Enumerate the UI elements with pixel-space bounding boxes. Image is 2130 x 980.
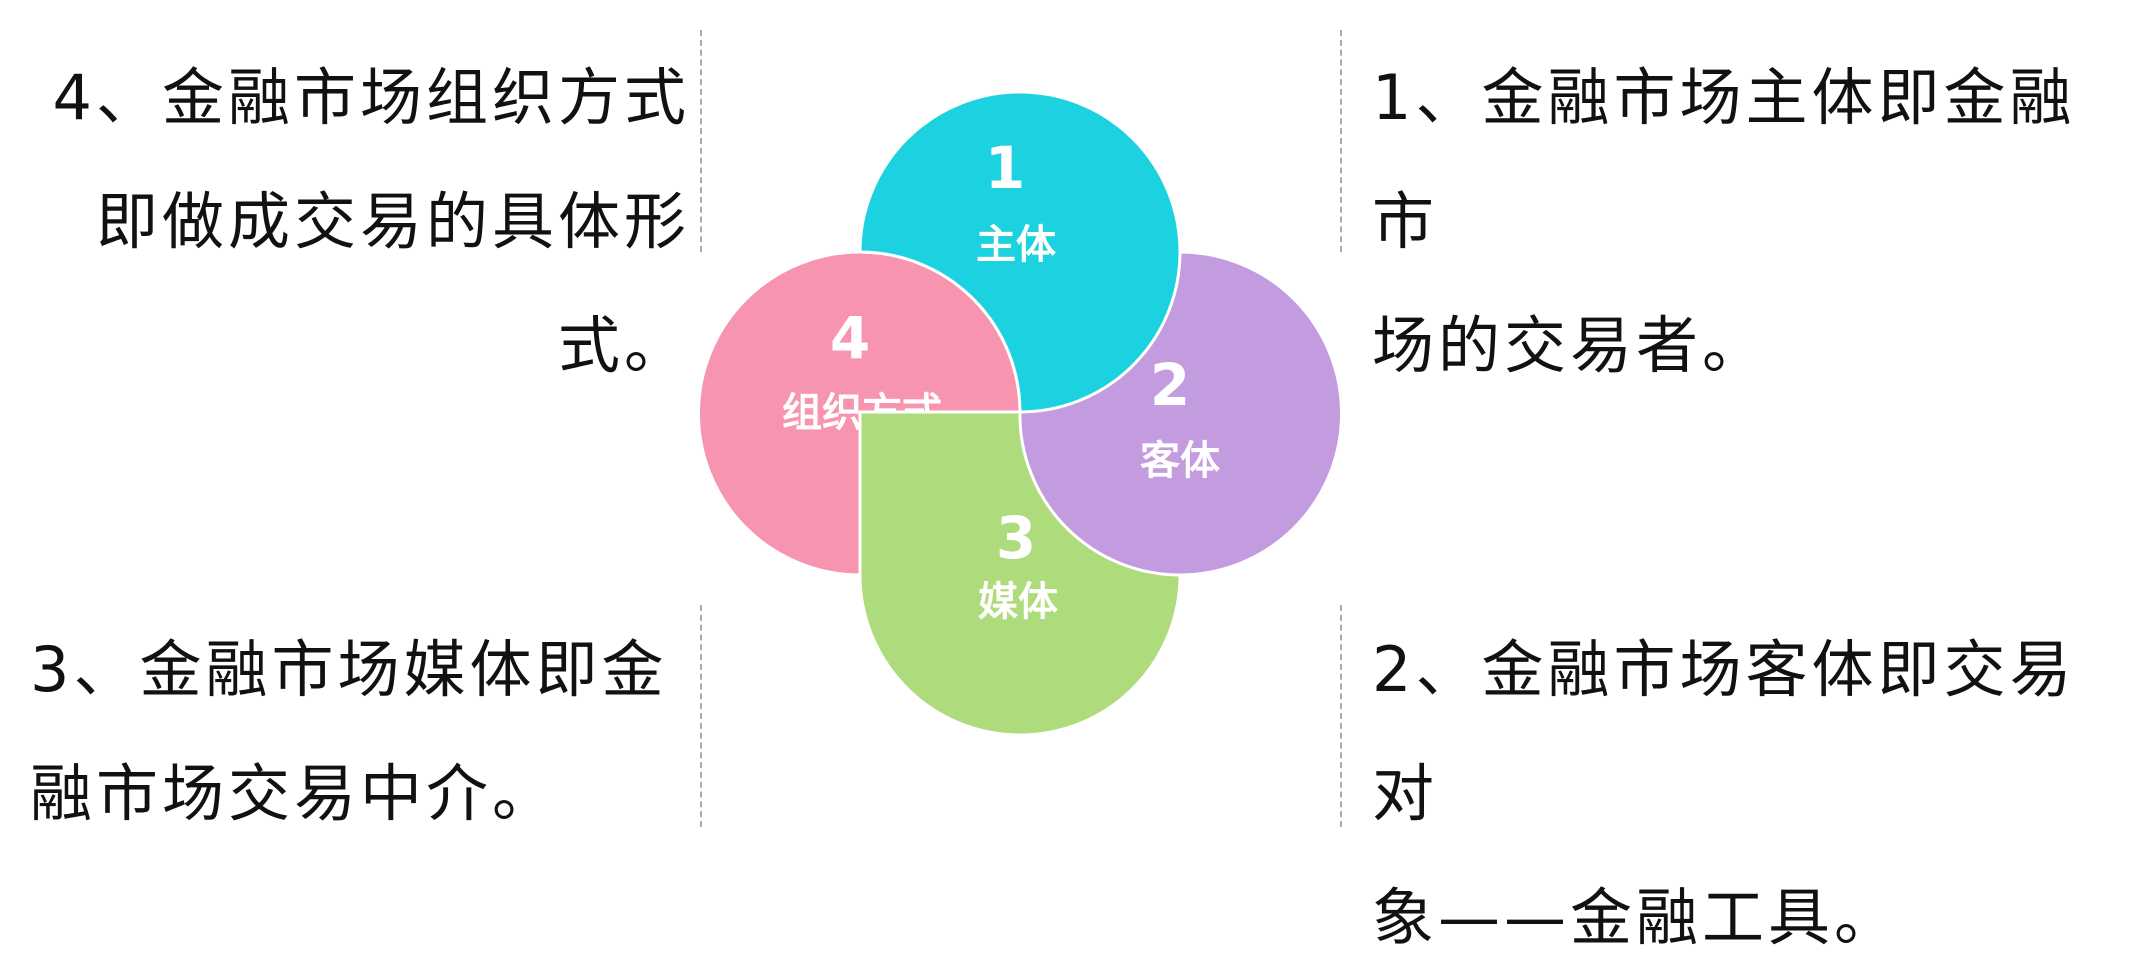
description-media: 3、金融市场媒体即金 融市场交易中介。 xyxy=(30,633,668,830)
description-subject: 1、金融市场主体即金融市 场的交易者。 xyxy=(1372,61,2076,382)
petal-2-label: 客体 xyxy=(1140,438,1220,484)
petal-4-number: 4 xyxy=(830,304,870,372)
divider-bottom-right xyxy=(1340,605,1342,827)
divider-bottom-left xyxy=(700,605,702,827)
petal-1-label: 主体 xyxy=(976,222,1056,268)
petal-1-number: 1 xyxy=(985,134,1025,202)
petal-2-number: 2 xyxy=(1150,351,1190,419)
four-petal-diagram: 4 组织方式 3 媒体 2 客体 1 主体 xyxy=(697,90,1343,737)
petal-3-label: 媒体 xyxy=(978,579,1058,625)
petal-3-number: 3 xyxy=(996,504,1036,572)
description-organization-method: 4、金融市场组织方式 即做成交易的具体形式。 xyxy=(52,61,690,382)
divider-top-right xyxy=(1340,30,1342,252)
petal-1: 1 主体 xyxy=(858,90,1182,414)
divider-top-left xyxy=(700,30,702,252)
petal-1-shape xyxy=(858,90,1182,414)
